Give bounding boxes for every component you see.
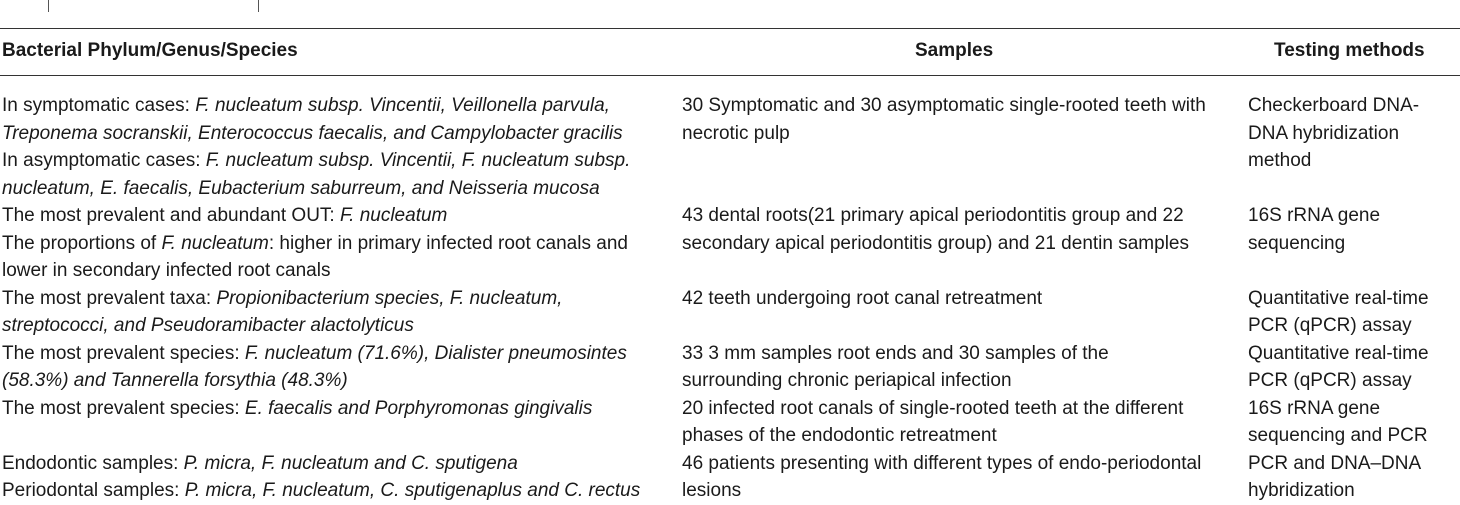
- text-line: lower in secondary infected root canals: [2, 257, 672, 285]
- text-line: method: [1248, 150, 1312, 171]
- plain-text: The most prevalent taxa:: [2, 287, 217, 309]
- text-line: The most prevalent taxa: Propionibacteri…: [2, 285, 672, 313]
- text-line: 43 dental roots(21 primary apical period…: [682, 205, 1184, 226]
- text-line: sequencing and PCR: [1248, 425, 1428, 446]
- cell-testing-method: PCR and DNA–DNA hybridization: [1248, 450, 1458, 505]
- text-line: 30 Symptomatic and 30 asymptomatic singl…: [682, 95, 1206, 116]
- header-testing-methods: Testing methods: [1274, 40, 1425, 61]
- cell-bacteria: The most prevalent and abundant OUT: F. …: [2, 202, 672, 285]
- text-line: hybridization: [1248, 480, 1355, 501]
- text-line: PCR (qPCR) assay: [1248, 370, 1412, 391]
- species-text: F. nucleatum subsp. Vincentii, Veillonel…: [195, 95, 610, 116]
- text-line: streptococci, and Pseudoramibacter alact…: [2, 312, 672, 340]
- text-line: 46 patients presenting with different ty…: [682, 452, 1202, 474]
- plain-text: The proportions of: [2, 232, 162, 254]
- cell-samples: 46 patients presenting with different ty…: [682, 450, 1237, 505]
- text-line: PCR (qPCR) assay: [1248, 315, 1412, 336]
- cell-samples: 43 dental roots(21 primary apical period…: [682, 202, 1237, 257]
- header-bottom-rule: [0, 75, 1460, 76]
- species-text: P. micra, F. nucleatum, C. sputigenaplus…: [184, 480, 641, 501]
- text-line: Quantitative real-time: [1248, 287, 1429, 309]
- cell-bacteria: Endodontic samples: P. micra, F. nucleat…: [2, 450, 672, 505]
- plain-text: In symptomatic cases:: [2, 95, 196, 116]
- text-line: 16S rRNA gene: [1248, 397, 1381, 419]
- species-text: Propionibacterium species, F. nucleatum,: [216, 287, 563, 309]
- cell-bacteria: The most prevalent taxa: Propionibacteri…: [2, 285, 672, 340]
- cell-samples: 33 3 mm samples root ends and 30 samples…: [682, 340, 1237, 395]
- text-line: surrounding chronic periapical infection: [682, 370, 1012, 391]
- table-row: The most prevalent species: F. nucleatum…: [0, 340, 1460, 395]
- cell-samples: 30 Symptomatic and 30 asymptomatic singl…: [682, 92, 1237, 147]
- table-row: The most prevalent taxa: Propionibacteri…: [0, 285, 1460, 340]
- header-bacterial-phylum: Bacterial Phylum/Genus/Species: [2, 40, 298, 61]
- plain-text: Periodontal samples:: [2, 480, 185, 501]
- column-tick-mark: [48, 0, 49, 12]
- table-row: The most prevalent species: E. faecalis …: [0, 395, 1460, 450]
- table-row: The most prevalent and abundant OUT: F. …: [0, 202, 1460, 285]
- cell-bacteria: The most prevalent species: E. faecalis …: [2, 395, 672, 423]
- text-line: Endodontic samples: P. micra, F. nucleat…: [2, 450, 672, 478]
- text-line: necrotic pulp: [682, 122, 790, 144]
- text-line: lesions: [682, 480, 742, 501]
- text-line: 42 teeth undergoing root canal retreatme…: [682, 287, 1043, 309]
- table-header: Bacterial Phylum/Genus/Species Samples T…: [0, 40, 1460, 70]
- text-line: secondary apical periodontitis group) an…: [682, 232, 1189, 254]
- cell-bacteria: The most prevalent species: F. nucleatum…: [2, 340, 672, 395]
- cell-testing-method: 16S rRNA gene sequencing: [1248, 202, 1458, 257]
- plain-text: Endodontic samples:: [2, 452, 184, 474]
- species-text: (58.3%) and Tannerella forsythia (48.3%): [2, 370, 348, 391]
- text-line: 16S rRNA gene: [1248, 205, 1381, 226]
- text-line: The most prevalent and abundant OUT: F. …: [2, 202, 672, 230]
- cell-testing-method: Quantitative real-time PCR (qPCR) assay: [1248, 285, 1458, 340]
- text-line: 33 3 mm samples root ends and 30 samples…: [682, 342, 1109, 364]
- text-line: nucleatum, E. faecalis, Eubacterium sabu…: [2, 175, 672, 203]
- species-text: nucleatum, E. faecalis, Eubacterium sabu…: [2, 177, 600, 199]
- table-body: In symptomatic cases: F. nucleatum subsp…: [0, 92, 1460, 505]
- text-line: sequencing: [1248, 232, 1346, 254]
- species-text: F. nucleatum (71.6%), Dialister pneumosi…: [244, 342, 627, 364]
- cell-bacteria: In symptomatic cases: F. nucleatum subsp…: [2, 92, 672, 202]
- text-line: Quantitative real-time: [1248, 342, 1429, 364]
- plain-text: The most prevalent species:: [2, 342, 245, 364]
- species-text: F. nucleatum: [339, 205, 448, 226]
- text-line: In asymptomatic cases: F. nucleatum subs…: [2, 147, 672, 175]
- cell-samples: 42 teeth undergoing root canal retreatme…: [682, 285, 1237, 313]
- text-line: The most prevalent species: E. faecalis …: [2, 395, 672, 423]
- plain-text: lower in secondary infected root canals: [2, 260, 331, 281]
- text-line: 20 infected root canals of single-rooted…: [682, 397, 1184, 419]
- header-samples: Samples: [915, 40, 994, 61]
- plain-text: : higher in primary infected root canals…: [268, 232, 628, 254]
- table-top-rule: [0, 28, 1460, 29]
- text-line: Checkerboard DNA-: [1248, 95, 1420, 116]
- text-line: (58.3%) and Tannerella forsythia (48.3%): [2, 367, 672, 395]
- table-row: In symptomatic cases: F. nucleatum subsp…: [0, 92, 1460, 202]
- cell-testing-method: Quantitative real-time PCR (qPCR) assay: [1248, 340, 1458, 395]
- plain-text: The most prevalent species:: [2, 397, 245, 419]
- text-line: DNA hybridization: [1248, 122, 1400, 144]
- table-row: Endodontic samples: P. micra, F. nucleat…: [0, 450, 1460, 505]
- cell-testing-method: Checkerboard DNA- DNA hybridization meth…: [1248, 92, 1458, 175]
- text-line: phases of the endodontic retreatment: [682, 425, 997, 446]
- species-text: P. micra, F. nucleatum and C. sputigena: [183, 452, 518, 474]
- species-text: F. nucleatum subsp. Vincentii, F. nuclea…: [205, 150, 631, 171]
- species-text: streptococci, and Pseudoramibacter alact…: [2, 315, 414, 336]
- text-line: Treponema socranskii, Enterococcus faeca…: [2, 120, 672, 148]
- cell-samples: 20 infected root canals of single-rooted…: [682, 395, 1237, 450]
- plain-text: In asymptomatic cases:: [2, 150, 206, 171]
- plain-text: The most prevalent and abundant OUT:: [2, 205, 340, 226]
- species-text: F. nucleatum: [161, 232, 269, 254]
- text-line: PCR and DNA–DNA: [1248, 452, 1422, 474]
- species-text: Treponema socranskii, Enterococcus faeca…: [2, 122, 623, 144]
- text-line: The proportions of F. nucleatum: higher …: [2, 230, 672, 258]
- text-line: In symptomatic cases: F. nucleatum subsp…: [2, 92, 672, 120]
- column-tick-mark: [258, 0, 259, 12]
- cell-testing-method: 16S rRNA gene sequencing and PCR: [1248, 395, 1458, 450]
- text-line: The most prevalent species: F. nucleatum…: [2, 340, 672, 368]
- species-text: E. faecalis and Porphyromonas gingivalis: [244, 397, 593, 419]
- text-line: Periodontal samples: P. micra, F. nuclea…: [2, 477, 672, 505]
- cropped-previous-table-fragment: [0, 0, 1460, 14]
